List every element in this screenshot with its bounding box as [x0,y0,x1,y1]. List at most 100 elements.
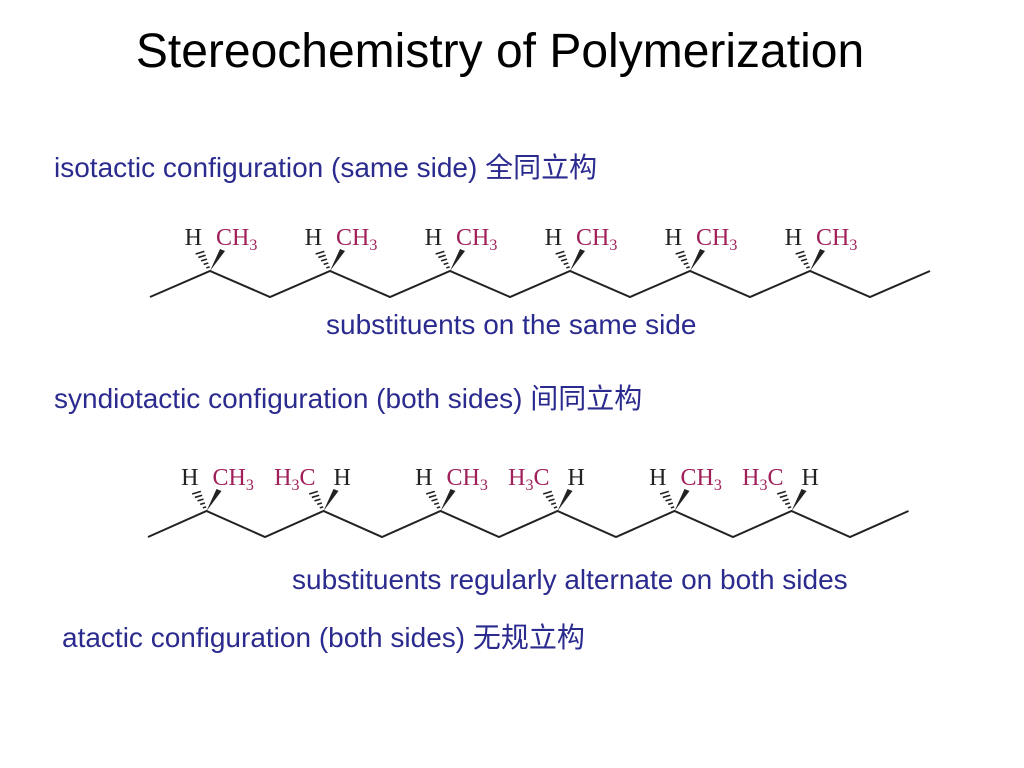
isotactic-hash-bond [555,250,565,255]
syndiotactic-hash-bond [316,502,323,506]
isotactic-wedge-bond [450,249,465,271]
isotactic-hash-bond [800,258,808,262]
syndiotactic-hash-bond [202,506,207,509]
isotactic-hydrogen-label: H [785,225,802,251]
syndiotactic-hash-bond [194,494,203,499]
syndiotactic-hash-bond [665,498,672,502]
isotactic-hash-bond [560,258,568,262]
syndiotactic-hash-bond [431,498,438,502]
syndiotactic-hash-bond [311,494,320,499]
isotactic-stereocenter: H CH3 [545,225,617,271]
syndiotactic-stereocenter: H3C H [508,465,585,511]
syndiotactic-methyl-label: H3C [274,465,315,494]
syndiotactic-methyl-label: CH3 [447,465,488,494]
isotactic-hash-bond [798,254,806,259]
syndiotactic-wedge-bond [791,489,807,511]
isotactic-heading: isotactic configuration (same side) 全同立构 [54,152,598,183]
isotactic-hash-bond [326,266,330,269]
isotactic-hydrogen-label: H [185,225,202,251]
isotactic-hash-bond [438,254,446,259]
syndiotactic-hash-bond [670,506,675,509]
isotactic-methyl-label: CH3 [576,225,617,254]
isotactic-caption: substituents on the same side [326,309,697,340]
isotactic-hash-bond [323,262,329,266]
syndiotactic-hydrogen-label: H [649,465,666,491]
syndiotactic-hydrogen-label: H [181,465,198,491]
syndiotactic-hash-bond [197,498,204,502]
isotactic-hash-bond [803,262,809,266]
syndiotactic-hash-bond [428,494,437,499]
syndiotactic-hash-bond [662,494,671,499]
syndiotactic-hydrogen-label: H [415,465,432,491]
isotactic-hash-bond [440,258,448,262]
syndiotactic-hash-bond [433,502,440,506]
isotactic-hydrogen-label: H [665,225,682,251]
isotactic-hash-bond [320,258,328,262]
syndiotactic-hash-bond [553,506,558,509]
isotactic-hash-bond [558,254,566,259]
syndiotactic-backbone [147,509,909,539]
syndiotactic-methyl-label: CH3 [213,465,254,494]
isotactic-hash-bond [203,262,209,266]
syndiotactic-hash-bond [550,502,557,506]
isotactic-hydrogen-label: H [545,225,562,251]
syndiotactic-hash-bond [787,506,792,509]
isotactic-hash-bond [443,262,449,266]
isotactic-hash-bond [686,266,690,269]
syndiotactic-wedge-bond [440,489,456,511]
syndiotactic-heading: syndiotactic configuration (both sides) … [54,383,643,414]
isotactic-methyl-label: CH3 [216,225,257,254]
syndiotactic-hydrogen-label: H [334,465,351,491]
isotactic-methyl-label: CH3 [336,225,377,254]
atactic-heading: atactic configuration (both sides) 无规立构 [62,622,585,653]
syndiotactic-stereocenter: H CH3 [415,465,488,511]
syndiotactic-methyl-label: CH3 [681,465,722,494]
isotactic-hash-bond [563,262,569,266]
syndiotactic-hydrogen-label: H [568,465,585,491]
syndiotactic-stereocenter: H CH3 [181,465,254,511]
isotactic-hash-bond [806,266,810,269]
isotactic-hash-bond [795,250,805,255]
syndiotactic-hash-bond [784,502,791,506]
isotactic-stereocenter: H CH3 [185,225,257,271]
isotactic-wedge-bond [330,249,345,271]
syndiotactic-hash-bond [782,498,789,502]
syndiotactic-hash-bond [776,490,787,495]
isotactic-hash-bond [198,254,206,259]
syndiotactic-methyl-label: H3C [742,465,783,494]
syndiotactic-hash-bond [548,498,555,502]
isotactic-hash-bond [566,266,570,269]
syndiotactic-hash-bond [319,506,324,509]
isotactic-hash-bond [206,266,210,269]
isotactic-backbone [149,269,931,299]
syndiotactic-methyl-label: H3C [508,465,549,494]
syndiotactic-hash-bond [667,502,674,506]
isotactic-hash-bond [680,258,688,262]
isotactic-hydrogen-label: H [425,225,442,251]
isotactic-hash-bond [446,266,450,269]
isotactic-methyl-label: CH3 [696,225,737,254]
isotactic-hash-bond [318,254,326,259]
isotactic-wedge-bond [810,249,825,271]
syndiotactic-hash-bond [545,494,554,499]
syndiotactic-hash-bond [308,490,319,495]
syndiotactic-stereocenter: H CH3 [649,465,722,511]
isotactic-hash-bond [678,254,686,259]
isotactic-hash-bond [683,262,689,266]
syndiotactic-stereocenter: H3C H [274,465,351,511]
isotactic-hash-bond [200,258,208,262]
isotactic-wedge-bond [690,249,705,271]
syndiotactic-hash-bond [191,490,202,495]
syndiotactic-hash-bond [425,490,436,495]
isotactic-hash-bond [675,250,685,255]
syndiotactic-wedge-bond [323,489,339,511]
isotactic-wedge-bond [210,249,225,271]
syndiotactic-hash-bond [436,506,441,509]
isotactic-wedge-bond [570,249,585,271]
syndiotactic-hash-bond [542,490,553,495]
